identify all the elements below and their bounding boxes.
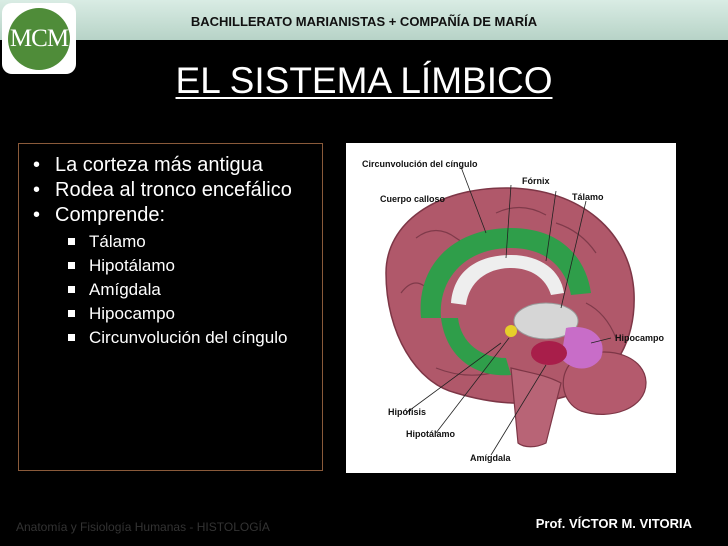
label-fornix: Fórnix bbox=[522, 176, 550, 186]
square-bullet bbox=[68, 262, 75, 269]
bullet-text: La corteza más antigua bbox=[55, 154, 263, 176]
cingulate-gyrus bbox=[420, 228, 591, 318]
amygdala bbox=[531, 341, 567, 365]
brainstem bbox=[510, 367, 562, 448]
sub-bullet-list: Tálamo Hipotálamo Amígdala Hipocampo Cir… bbox=[55, 232, 321, 348]
limbic-system-figure: Circunvolución del cíngulo Fórnix Cuerpo… bbox=[346, 143, 676, 473]
course-footer: Anatomía y Fisiología Humanas - HISTOLOG… bbox=[16, 520, 270, 534]
sub-bullet-item: Circunvolución del cíngulo bbox=[55, 328, 321, 348]
corpus-callosum bbox=[451, 255, 564, 305]
slide-title: EL SISTEMA LÍMBICO bbox=[175, 60, 553, 101]
school-logo: MCM bbox=[2, 3, 76, 74]
sub-bullet-text: Hipocampo bbox=[89, 304, 175, 323]
hypothalamus bbox=[505, 325, 517, 337]
header-band bbox=[0, 0, 728, 40]
sub-bullet-item: Tálamo bbox=[55, 232, 321, 252]
sub-bullet-text: Hipotálamo bbox=[89, 256, 175, 275]
label-pointers bbox=[405, 166, 612, 456]
square-bullet bbox=[68, 310, 75, 317]
bullet-dot: • bbox=[33, 179, 41, 201]
bullet-list: • La corteza más antigua • Rodea al tronco… bbox=[31, 154, 321, 352]
bullet-item: • La corteza más antigua bbox=[31, 154, 321, 176]
bullet-item: • Rodea al tronco encefálico bbox=[31, 179, 321, 201]
label-hipotalamo: Hipotálamo bbox=[406, 429, 456, 439]
label-hipofisis: Hipófisis bbox=[388, 407, 427, 417]
square-bullet bbox=[68, 238, 75, 245]
hippocampus bbox=[561, 327, 603, 369]
square-bullet bbox=[68, 286, 75, 293]
bullet-box: • La corteza más antigua • Rodea al tronco… bbox=[18, 143, 323, 471]
sub-bullet-item: Amígdala bbox=[55, 280, 321, 300]
logo-circle: MCM bbox=[8, 7, 70, 70]
label-calloso: Cuerpo calloso bbox=[380, 194, 446, 204]
author-footer: Prof. VÍCTOR M. VITORIA bbox=[535, 516, 692, 531]
label-talamo: Tálamo bbox=[572, 192, 604, 202]
school-name: BACHILLERATO MARIANISTAS + COMPAÑÍA DE M… bbox=[190, 14, 538, 29]
sub-bullet-text: Amígdala bbox=[89, 280, 161, 299]
bullet-dot: • bbox=[33, 204, 41, 226]
label-amigdala: Amígdala bbox=[470, 453, 511, 463]
label-cingulo: Circunvolución del cíngulo bbox=[362, 159, 478, 169]
bullet-item: • Comprende: Tálamo Hipotálamo Amígdala H… bbox=[31, 204, 321, 348]
sub-bullet-text: Tálamo bbox=[89, 232, 146, 251]
brain-illustration bbox=[385, 166, 647, 456]
sub-bullet-item: Hipocampo bbox=[55, 304, 321, 324]
bullet-text: Rodea al tronco encefálico bbox=[55, 179, 292, 201]
logo-text: MCM bbox=[9, 24, 69, 52]
limbic-lower-arc bbox=[441, 318, 511, 376]
thalamus bbox=[513, 302, 579, 340]
square-bullet bbox=[68, 334, 75, 341]
bullet-dot: • bbox=[33, 154, 41, 176]
sub-bullet-item: Hipotálamo bbox=[55, 256, 321, 276]
label-hipocampo: Hipocampo bbox=[615, 333, 665, 343]
bullet-text: Comprende: bbox=[55, 204, 166, 226]
sub-bullet-text: Circunvolución del cíngulo bbox=[89, 328, 288, 347]
